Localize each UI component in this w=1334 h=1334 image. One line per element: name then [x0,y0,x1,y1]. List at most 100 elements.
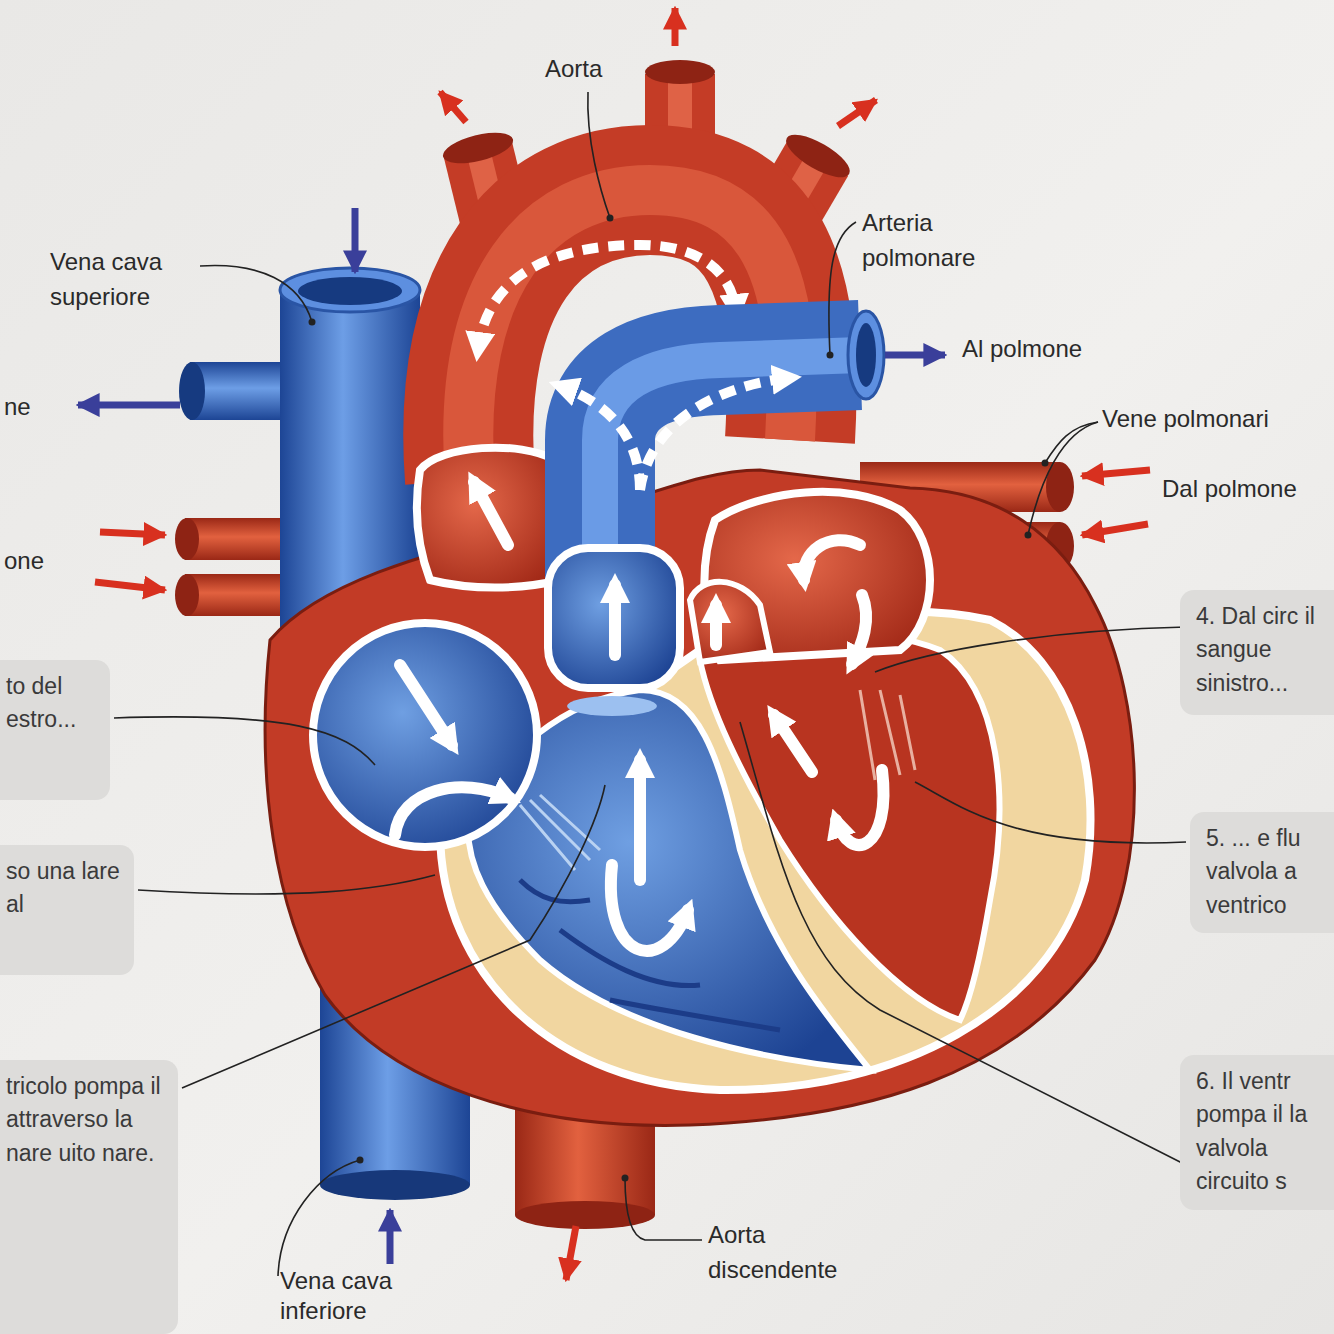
leader-line [625,1178,702,1240]
flow-arrow [95,582,165,590]
flow-arrow [100,532,165,535]
flow-arrow [1082,470,1150,476]
flow-arrow [440,92,466,122]
blood-flow-arrow [611,865,688,951]
leader-line [138,875,435,894]
callout-text: 4. Dal circ il sangue sinistro... [1196,600,1326,700]
heart-body [690,582,770,662]
heart-body [265,448,1134,1126]
leader-line [114,717,375,765]
blood-flow-arrow [395,482,884,951]
callout-box: tricolo pompa il attraverso la nare uito… [0,1060,178,1334]
blood-flow-arrow [395,787,510,835]
pulmonary-artery [856,323,876,387]
pulmonary-artery [640,378,790,490]
leader-line [1045,422,1098,463]
flow-arrow [78,402,180,409]
callout-box: to del estro... [0,660,110,800]
blood-flow-arrow [710,605,722,645]
superior-vena-cava [298,277,402,305]
part-label: Vena cava superiore [50,245,200,315]
leader-dot [622,1175,629,1182]
leader-dot [607,215,614,222]
callout-box: 4. Dal circ il sangue sinistro... [1180,590,1334,715]
flow-arrow [885,352,945,359]
blood-flow-arrow [804,540,860,580]
aorta-arch [780,127,855,186]
flow-arrow [440,8,876,126]
pulmonary-artery [567,696,657,716]
part-label: Vene polmonari [1102,402,1269,437]
part-label: Arteria polmonare [862,206,1012,276]
leader-dot [309,319,316,326]
part-label: Al polmone [962,332,1082,367]
leader-dot [1025,532,1032,539]
callout-text: 6. Il ventr pompa il la valvola circuito… [1196,1065,1326,1198]
part-label: one [4,544,44,579]
flow-arrow [78,405,180,590]
pulmonary-artery [848,311,884,399]
pulmonary-artery [560,386,640,490]
blood-flow-arrow [852,595,866,664]
callout-box: 6. Il ventr pompa il la valvola circuito… [1180,1055,1334,1210]
superior-vena-cava [280,268,420,312]
leader-line [1028,422,1098,535]
leader-dot [1042,460,1049,467]
flow-arrow [352,208,359,272]
part-label: Dal polmone [1162,472,1297,507]
aorta-arch [440,127,516,170]
flow-arrow [672,8,679,46]
part-label: Vena cava inferiore [280,1266,430,1326]
leader-line [182,785,605,1088]
callout-text: so una lare al [6,855,124,922]
pulmonary-artery [548,548,680,688]
callout-text: 5. ... e flu valvola a ventrico [1206,822,1326,922]
flow-arrow [1082,470,1150,535]
callout-box: 5. ... e flu valvola a ventrico [1190,812,1334,933]
part-label: Aorta [545,52,602,87]
flow-arrow [390,1210,576,1280]
blood-flow-arrow [474,482,508,545]
leader-line [829,222,856,355]
leader-line [114,92,1186,1276]
heart-body [265,470,1134,1125]
heart-body [313,623,537,847]
aorta-arch [645,60,715,84]
part-label: ne [4,390,31,425]
left-pulmonary-vessels [175,518,199,560]
callout-box: so una lare al [0,845,134,975]
descending-aorta [515,1201,655,1229]
heart-body [860,690,915,780]
inferior-vena-cava [320,1170,470,1200]
leader-dot [827,352,834,359]
flow-arrow [1082,524,1148,535]
leader-line [588,92,610,218]
heart-body [700,632,999,1020]
flow-arrow [838,100,876,126]
leader-line [740,722,1186,1165]
blood-flow-arrow [836,770,884,845]
callout-text: tricolo pompa il attraverso la nare uito… [6,1070,168,1170]
leader-line [915,782,1186,843]
left-pulmonary-vessels [175,574,199,616]
heart-body [417,448,560,588]
blood-flow-arrow [774,715,812,772]
leader-line [278,1160,360,1276]
leader-line [200,265,312,322]
pulmonary-artery [548,311,884,716]
callout-text: to del estro... [6,670,100,737]
flow-arrow [566,1226,576,1280]
left-pulmonary-vessels [179,362,205,420]
flow-arrow [387,1210,394,1264]
blood-flow-arrow [609,585,621,655]
blood-flow-arrow [400,665,452,745]
leader-dot [357,1157,364,1164]
heart-body [520,795,600,870]
leader-line [875,627,1186,672]
leader-dot [309,215,1049,1182]
blood-flow-arrow [634,760,646,880]
heart-body [440,612,1091,1090]
